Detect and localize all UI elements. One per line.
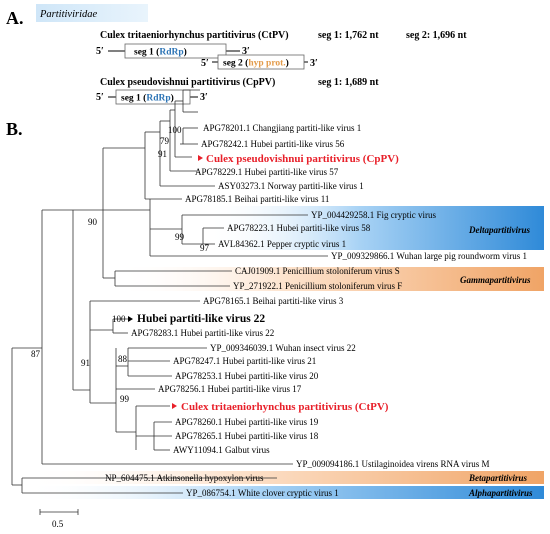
taxon-label: APG78256.1 Hubei partiti-like virus 17	[158, 384, 302, 394]
taxon-label: APG78247.1 Hubei partiti-like virus 21	[173, 356, 316, 366]
taxon-label: APG78185.1 Beihai partiti-like virus 11	[185, 194, 329, 204]
hubei22-arrow	[128, 316, 133, 322]
taxon-label: AVL84362.1 Pepper cryptic virus 1	[218, 239, 346, 249]
family-label: Partitiviridae	[39, 9, 98, 20]
taxon-label: APG78242.1 Hubei partiti-like virus 56	[201, 139, 345, 149]
ctpv-seg2-length: seg 2: 1,696 nt	[406, 30, 467, 41]
cppv-marker	[198, 155, 203, 161]
bootstrap-label: 91	[158, 149, 167, 159]
ctpv-seg1-3prime: 3′	[242, 46, 250, 57]
bootstrap-label: 99	[120, 394, 130, 404]
cppv-seg1-box-label: seg 1 (RdRp)	[121, 93, 174, 104]
panel-b-label: B.	[6, 119, 23, 139]
cppv-seg1-box	[115, 89, 191, 105]
delta-band	[206, 206, 544, 250]
taxon-label: APG78229.1 Hubei partiti-like virus 57	[195, 167, 339, 177]
tree-branches-cppv	[180, 127, 198, 145]
beta-genus-label: Betapartitivirus	[468, 473, 528, 483]
taxon-label: AWY11094.1 Galbut virus	[173, 445, 270, 455]
taxon-label-highlight: Culex tritaeniorhynchus partitivirus (Ct…	[181, 401, 389, 413]
taxon-label: APG78165.1 Beihai partiti-like virus 3	[203, 296, 344, 306]
taxon-label-bold: Hubei partiti-like virus 22	[137, 313, 265, 325]
taxon-label: CAJ01909.1 Penicillium stoloniferum viru…	[235, 266, 400, 276]
taxon-label: NP_604475.1 Atkinsonella hypoxylon virus	[105, 473, 264, 483]
bootstrap-label: 99	[175, 232, 185, 242]
cppv-seg1-5prime: 5′	[96, 92, 104, 103]
taxon-label: YP_271922.1 Penicillium stoloniferum vir…	[233, 281, 402, 291]
alpha-band	[24, 486, 544, 499]
ctpv-seg2-box-label: seg 2 (hyp prot.)	[223, 58, 289, 69]
panel-a-label: A.	[6, 8, 24, 28]
bootstrap-label: 91	[81, 358, 90, 368]
cppv-seg1-3prime: 3′	[200, 92, 208, 103]
ctpv-seg2-5prime: 5′	[201, 58, 209, 69]
ctpv-marker	[172, 403, 177, 409]
tree-branches	[11, 89, 293, 494]
scale-bar-label: 0.5	[52, 519, 64, 529]
beta-band	[24, 471, 544, 484]
taxon-label: YP_009094186.1 Ustilaginoidea virens RNA…	[296, 459, 490, 469]
ctpv-seg2-box	[217, 54, 305, 70]
bootstrap-label: 90	[88, 217, 98, 227]
ctpv-seg1-5prime: 5′	[96, 46, 104, 57]
taxon-label: ASY03273.1 Norway partiti-like virus 1	[218, 181, 364, 191]
taxon-label: APG78253.1 Hubei partiti-like virus 20	[175, 371, 319, 381]
bootstrap-label: 100	[168, 125, 182, 135]
taxon-label: APG78283.1 Hubei partiti-like virus 22	[131, 328, 274, 338]
taxon-label: YP_004429258.1 Fig cryptic virus	[311, 210, 436, 220]
taxon-label-highlight: Culex pseudovishnui partitivirus (CpPV)	[206, 153, 399, 165]
cppv-title: Culex pseudovishnui partitivirus (CpPV)	[100, 77, 275, 88]
family-band	[36, 4, 148, 22]
bootstrap-label: 87	[31, 349, 41, 359]
cppv-seg1-length: seg 1: 1,689 nt	[318, 77, 379, 88]
ctpv-title: Culex tritaeniorhynchus partitivirus (Ct…	[100, 30, 289, 41]
taxon-label: APG78223.1 Hubei partiti-like virus 58	[227, 223, 371, 233]
ctpv-seg1-box-label: seg 1 (RdRp)	[134, 47, 187, 58]
delta-genus-label: Deltapartitivirus	[468, 225, 531, 235]
bootstrap-label: 79	[160, 136, 170, 146]
bootstrap-label: 100	[112, 314, 126, 324]
taxon-label: YP_009329866.1 Wuhan large pig roundworm…	[331, 251, 527, 261]
ctpv-seg1-length: seg 1: 1,762 nt	[318, 30, 379, 41]
ctpv-seg2-3prime: 3′	[310, 58, 318, 69]
tree-branches-mid	[73, 199, 328, 451]
gamma-genus-label: Gammapartitivirus	[460, 275, 531, 285]
taxon-label: APG78260.1 Hubei partiti-like virus 19	[175, 417, 319, 427]
taxon-label: YP_086754.1 White clover cryptic virus 1	[186, 488, 339, 498]
taxon-label: APG78201.1 Changjiang partiti-like virus…	[203, 123, 361, 133]
bootstrap-label: 97	[200, 243, 210, 253]
taxon-label: YP_009346039.1 Wuhan insect virus 22	[210, 343, 356, 353]
bootstrap-label: 88	[118, 354, 128, 364]
taxon-label: APG78265.1 Hubei partiti-like virus 18	[175, 431, 319, 441]
ctpv-seg1-box	[124, 43, 227, 59]
alpha-genus-label: Alphapartitivirus	[468, 488, 533, 498]
